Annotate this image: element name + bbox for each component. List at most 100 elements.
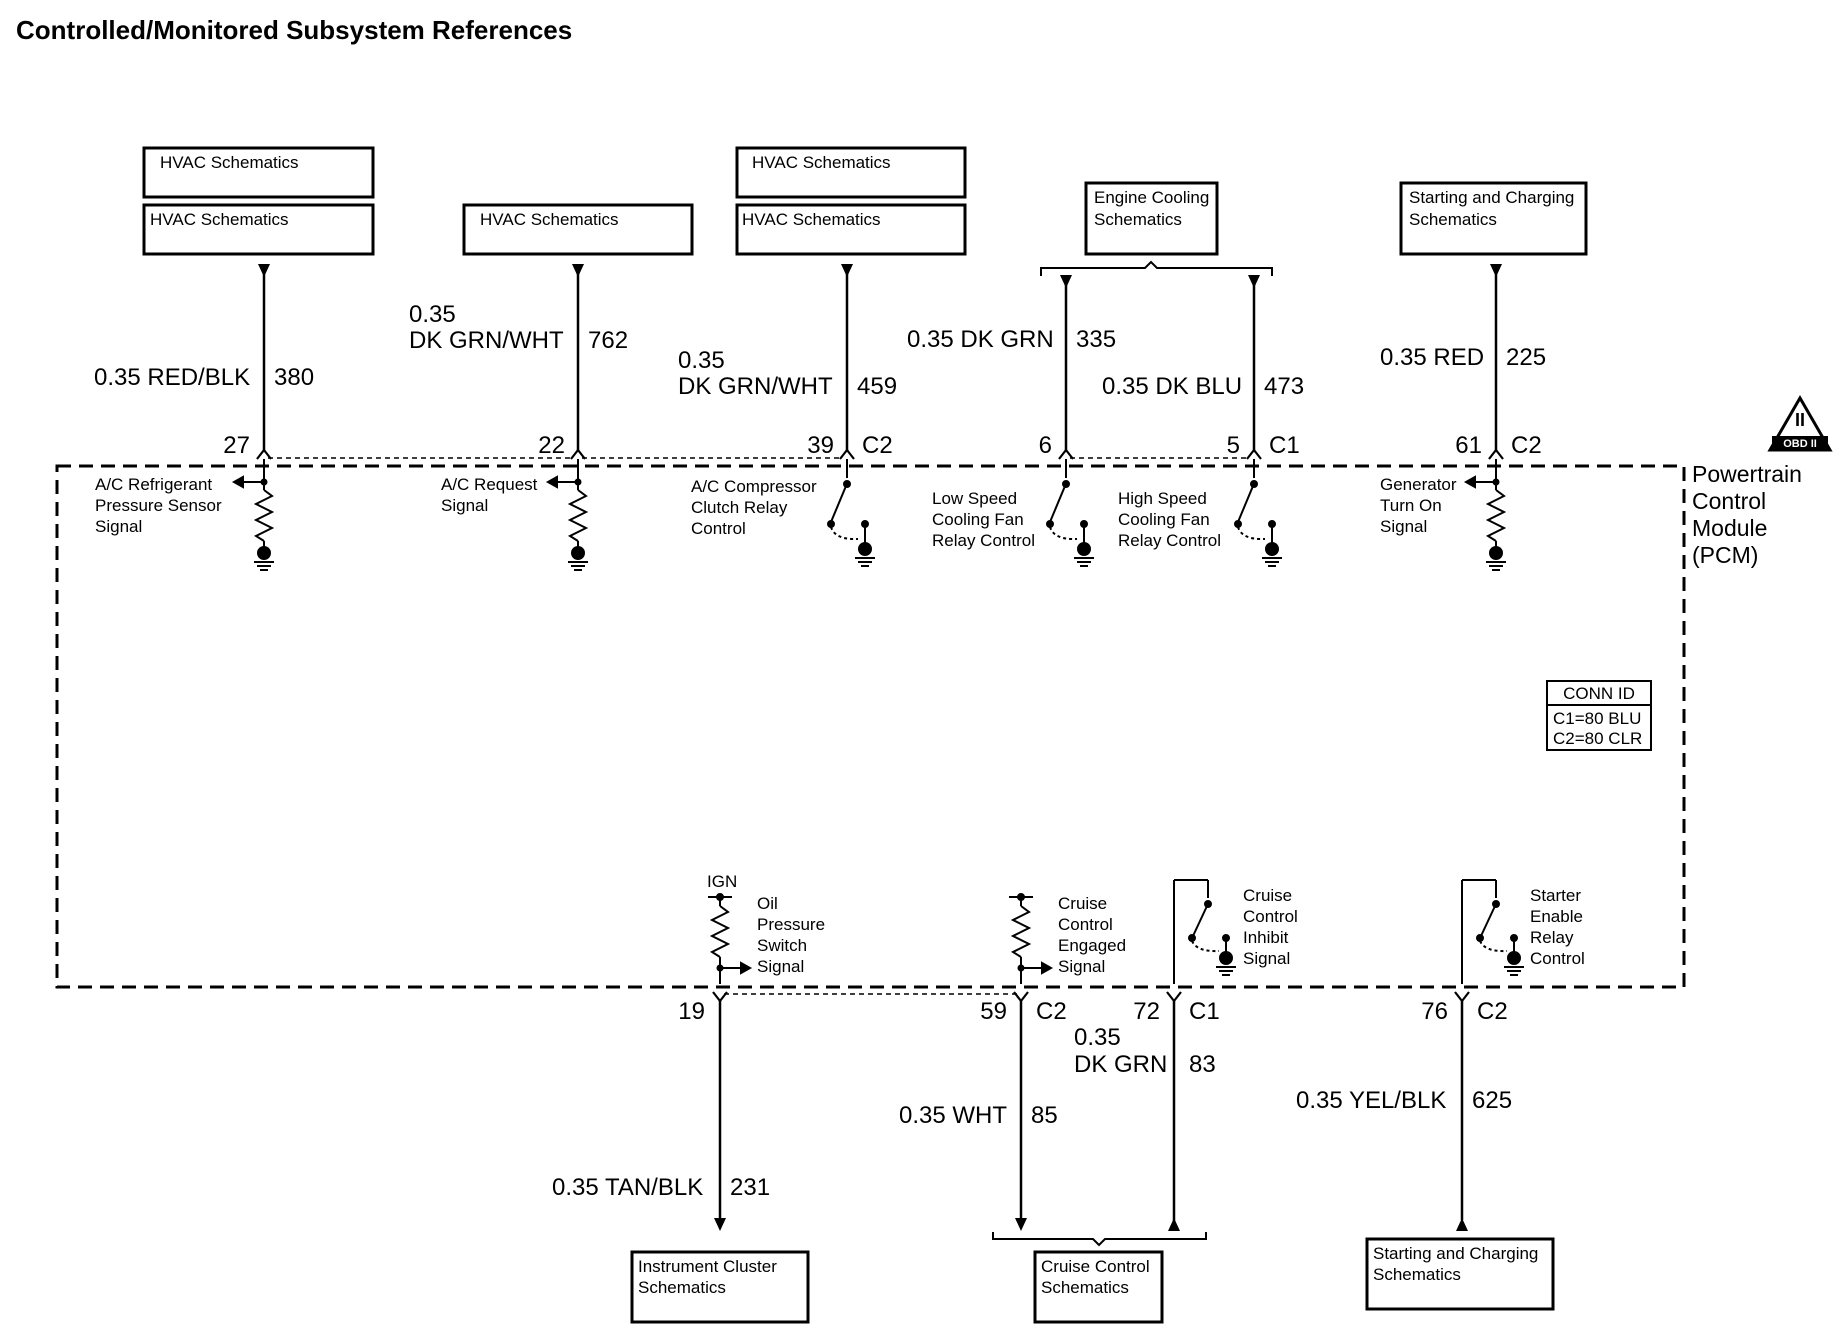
signal-label-line: Relay Control bbox=[932, 531, 1035, 550]
schematic-box-starting-charging-bottom[interactable]: Starting and Charging Schematics bbox=[1365, 1237, 1555, 1311]
signal-label-line: Turn On bbox=[1380, 496, 1442, 515]
obd-ii-badge: II OBD II bbox=[1767, 394, 1833, 452]
ac-compressor-internal bbox=[827, 459, 875, 567]
circuit-number: 380 bbox=[274, 364, 314, 391]
schematic-box-ac-compressor-upper[interactable]: HVAC Schematics bbox=[735, 146, 967, 199]
wire-color-label: 0.35 RED/BLK bbox=[94, 364, 250, 391]
signal-label-starter-enable: Starter Enable Relay Control bbox=[1530, 886, 1585, 968]
connector-label: C2 bbox=[1511, 432, 1542, 459]
signal-label-ac-request: A/C Request Signal bbox=[441, 475, 538, 515]
circuit-number: 335 bbox=[1076, 326, 1116, 353]
pin-number: 39 bbox=[807, 432, 834, 459]
pin-number: 59 bbox=[980, 998, 1007, 1025]
circuit-number: 473 bbox=[1264, 373, 1304, 400]
schematic-box-label: Cruise Control bbox=[1041, 1257, 1150, 1276]
wire-color-label: 0.35 YEL/BLK bbox=[1296, 1087, 1446, 1114]
pcm-label-line: Powertrain bbox=[1692, 461, 1802, 487]
schematic-box-engine-cooling[interactable]: Engine Cooling Schematics bbox=[1084, 181, 1219, 256]
signal-label-line: Pressure bbox=[757, 915, 825, 934]
wire-color-label: 0.35 TAN/BLK bbox=[552, 1174, 703, 1201]
obd-ii-badge-bottom: OBD II bbox=[1783, 438, 1817, 450]
signal-label-line: Starter bbox=[1530, 886, 1581, 905]
schematic-box-label: Engine Cooling bbox=[1094, 188, 1209, 207]
signal-label-cruise-engaged: Cruise Control Engaged Signal bbox=[1058, 894, 1126, 976]
connector-label: C2 bbox=[1036, 998, 1067, 1025]
signal-label-cruise-inhibit: Cruise Control Inhibit Signal bbox=[1243, 886, 1298, 968]
signal-label-line: Low Speed bbox=[932, 489, 1017, 508]
schematic-box-cruise-control[interactable]: Cruise Control Schematics bbox=[1033, 1250, 1164, 1324]
conn-id-header: CONN ID bbox=[1563, 684, 1635, 703]
wire-color-label: DK GRN/WHT bbox=[409, 327, 564, 354]
wire-color-label: 0.35 WHT bbox=[899, 1102, 1007, 1129]
signal-label-line: Control bbox=[691, 519, 746, 538]
low-speed-fan-internal bbox=[1046, 459, 1094, 567]
signal-label-oil-pressure: Oil Pressure Switch Signal bbox=[757, 894, 825, 976]
schematic-box-label: Instrument Cluster bbox=[638, 1257, 777, 1276]
ac-refrigerant-internal bbox=[231, 459, 275, 571]
signal-label-line: Clutch Relay bbox=[691, 498, 788, 517]
schematic-box-ac-refrigerant-lower[interactable]: HVAC Schematics bbox=[142, 203, 375, 256]
pcm-label-line: (PCM) bbox=[1692, 542, 1758, 568]
bottom-arrowheads bbox=[714, 1218, 1468, 1231]
pcm-boundary bbox=[55, 464, 1686, 989]
wire-color-label: 0.35 bbox=[1074, 1024, 1121, 1051]
signal-label-line: Switch bbox=[757, 936, 807, 955]
circuit-number: 225 bbox=[1506, 344, 1546, 371]
pin-number: 5 bbox=[1227, 432, 1240, 459]
schematic-box-label: HVAC Schematics bbox=[752, 153, 891, 172]
signal-label-line: Signal bbox=[1058, 957, 1105, 976]
schematic-box-ac-request[interactable]: HVAC Schematics bbox=[462, 203, 694, 256]
top-connector-symbols bbox=[256, 448, 1504, 460]
bottom-wires bbox=[718, 1001, 1464, 1222]
signal-label-line: Control bbox=[1243, 907, 1298, 926]
schematic-box-label: HVAC Schematics bbox=[742, 210, 881, 229]
pcm-label-line: Control bbox=[1692, 488, 1766, 514]
high-speed-fan-internal bbox=[1234, 459, 1282, 567]
signal-label-line: A/C Request bbox=[441, 475, 538, 494]
signal-label-line: Control bbox=[1530, 949, 1585, 968]
pin-number: 61 bbox=[1455, 432, 1482, 459]
connector-label: C2 bbox=[1477, 998, 1508, 1025]
signal-label-line: Cruise bbox=[1243, 886, 1292, 905]
wire-color-label: 0.35 bbox=[409, 301, 456, 328]
signal-label-line: Relay bbox=[1530, 928, 1574, 947]
schematic-box-label: HVAC Schematics bbox=[480, 210, 619, 229]
signal-label-line: Inhibit bbox=[1243, 928, 1289, 947]
schematic-box-starting-charging-top[interactable]: Starting and Charging Schematics bbox=[1399, 181, 1588, 256]
pin-number: 27 bbox=[223, 432, 250, 459]
circuit-number: 762 bbox=[588, 327, 628, 354]
generator-internal bbox=[1463, 459, 1507, 571]
signal-label-ac-refrigerant: A/C Refrigerant Pressure Sensor Signal bbox=[95, 475, 222, 536]
schematic-box-label: Schematics bbox=[1094, 210, 1182, 229]
signal-label-low-speed-fan: Low Speed Cooling Fan Relay Control bbox=[932, 489, 1035, 550]
ign-label: IGN bbox=[707, 872, 737, 891]
connector-label: C2 bbox=[862, 432, 893, 459]
signal-label-line: Enable bbox=[1530, 907, 1583, 926]
cruise-control-bracket bbox=[992, 1232, 1207, 1247]
schematic-box-label: Schematics bbox=[1373, 1265, 1461, 1284]
wire-color-label: DK GRN/WHT bbox=[678, 373, 833, 400]
engine-cooling-bracket bbox=[1040, 260, 1273, 276]
pcm-label-line: Module bbox=[1692, 515, 1767, 541]
signal-label-generator: Generator Turn On Signal bbox=[1380, 475, 1457, 536]
schematic-box-instrument-cluster[interactable]: Instrument Cluster Schematics bbox=[630, 1250, 810, 1324]
circuit-number: 83 bbox=[1189, 1051, 1216, 1078]
top-arrowheads bbox=[258, 264, 1502, 288]
page-title: Controlled/Monitored Subsystem Reference… bbox=[16, 15, 572, 45]
schematic-box-label: Starting and Charging bbox=[1409, 188, 1574, 207]
pin-number: 76 bbox=[1421, 998, 1448, 1025]
signal-label-line: Generator bbox=[1380, 475, 1457, 494]
schematic-box-ac-refrigerant-upper[interactable]: HVAC Schematics bbox=[142, 146, 375, 199]
signal-label-line: Signal bbox=[95, 517, 142, 536]
cruise-inhibit-internal bbox=[1173, 879, 1236, 984]
pin-number: 6 bbox=[1039, 432, 1052, 459]
signal-label-line: Cruise bbox=[1058, 894, 1107, 913]
signal-label-line: Signal bbox=[757, 957, 804, 976]
signal-label-line: A/C Compressor bbox=[691, 477, 817, 496]
schematic-box-ac-compressor-lower[interactable]: HVAC Schematics bbox=[735, 203, 967, 256]
obd-ii-badge-top: II bbox=[1795, 410, 1805, 430]
signal-label-line: Cooling Fan bbox=[932, 510, 1024, 529]
circuit-number: 625 bbox=[1472, 1087, 1512, 1114]
schematic-box-label: Starting and Charging bbox=[1373, 1244, 1538, 1263]
